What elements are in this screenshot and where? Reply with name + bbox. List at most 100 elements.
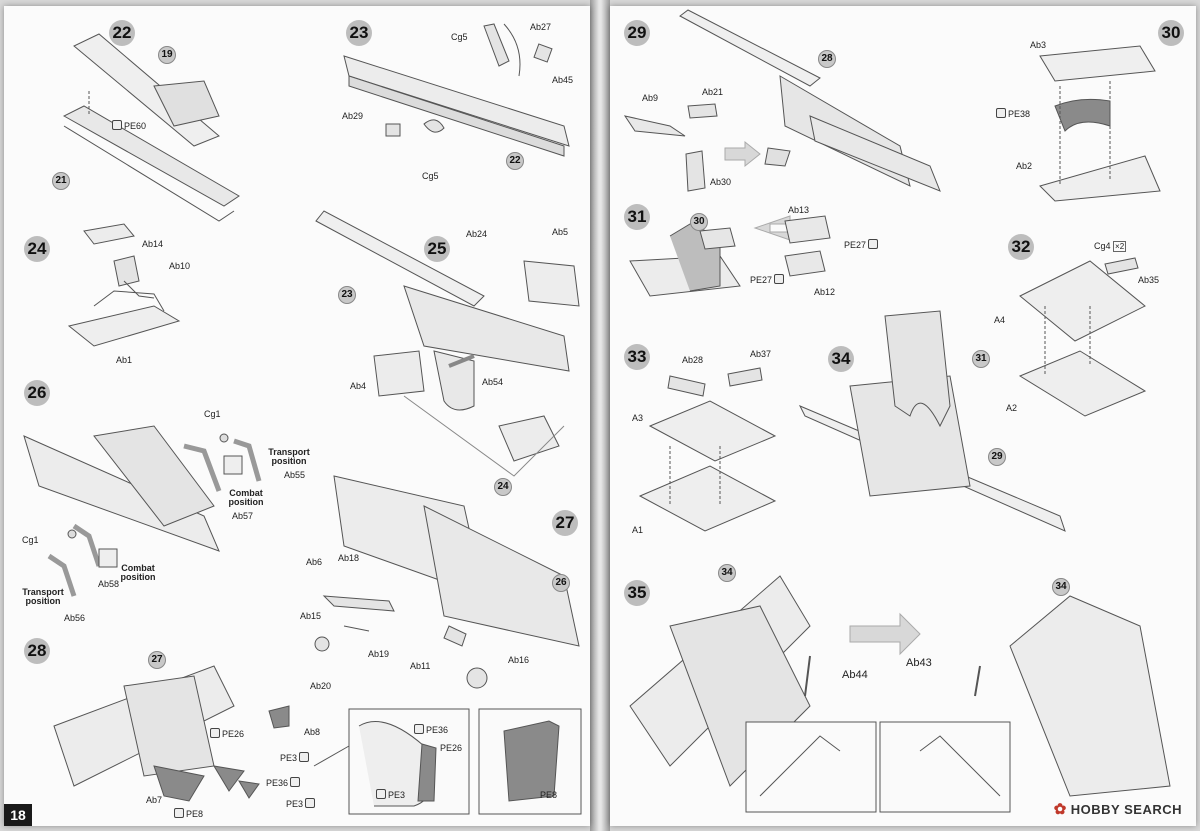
step35-drawing [629, 575, 1171, 813]
step-22-badge: 22 [109, 20, 135, 46]
ref-21: 21 [52, 172, 70, 190]
photo-etch-icon [774, 274, 785, 284]
step22-drawing [62, 33, 240, 222]
right-page-drawings [623, 9, 1171, 813]
photo-etch-icon [210, 728, 220, 738]
label-ab10: Ab10 [169, 261, 191, 271]
step-27-badge: 27 [552, 510, 578, 536]
label-pe8-b: PE8 [540, 790, 558, 800]
label-ab9: Ab9 [642, 93, 659, 103]
photo-etch-icon [174, 808, 184, 818]
label-ab11: Ab11 [410, 661, 431, 671]
label-ab12: Ab12 [814, 287, 836, 297]
step-25-badge: 25 [424, 236, 450, 262]
label-text: PE3 [280, 753, 298, 763]
label-text: PE27 [750, 275, 773, 285]
label-pe36-a: PE36 [266, 777, 302, 788]
step34-drawing [798, 310, 1066, 532]
photo-etch-icon [112, 120, 122, 130]
step27-drawing [314, 475, 580, 689]
label-ab58: Ab58 [98, 579, 120, 589]
label-ab8: Ab8 [304, 727, 321, 737]
label-pe38: PE38 [996, 108, 1030, 119]
label-a4: A4 [994, 315, 1006, 325]
ref-28: 28 [818, 50, 836, 68]
step-33-badge: 33 [624, 344, 650, 370]
label-a2: A2 [1006, 403, 1018, 413]
label-text: PE8 [186, 809, 204, 819]
label-ab45: Ab45 [552, 75, 574, 85]
step30-drawing [1039, 45, 1161, 202]
quantity-text: ×2 [1113, 241, 1127, 252]
label-ab16: Ab16 [508, 655, 530, 665]
label-cg1-b: Cg1 [22, 535, 39, 545]
label-ab43: Ab43 [906, 657, 932, 669]
step-30-badge: 30 [1158, 20, 1184, 46]
label-ab56: Ab56 [64, 613, 86, 623]
label-ab37: Ab37 [750, 349, 772, 359]
label-pe26-a: PE26 [210, 728, 244, 739]
step24-drawing [67, 223, 181, 347]
step25-drawing [315, 210, 580, 477]
label-cg1-a: Cg1 [204, 409, 221, 419]
step-26-badge: 26 [24, 380, 50, 406]
label-a3: A3 [632, 413, 644, 423]
step23-drawing [343, 23, 570, 157]
watermark-text: HOBBY SEARCH [1070, 802, 1182, 817]
gear-logo-icon: ✿ [1053, 801, 1067, 818]
page-number: 18 [4, 804, 32, 826]
label-pe3-a: PE3 [280, 752, 311, 763]
step-34-badge: 34 [828, 346, 854, 372]
step-31-badge: 31 [624, 204, 650, 230]
left-page: 22 23 24 25 26 27 28 19 21 22 23 24 26 2… [4, 6, 590, 826]
label-pe36-b: PE36 [414, 724, 448, 735]
label-pe26-b: PE26 [440, 743, 463, 753]
label-text: PE26 [222, 729, 245, 739]
label-text: PE36 [426, 725, 449, 735]
ref-29: 29 [988, 448, 1006, 466]
label-ab35: Ab35 [1138, 275, 1160, 285]
label-ab3: Ab3 [1030, 40, 1047, 50]
ref-34-a: 34 [718, 564, 736, 582]
right-page: 29 30 31 32 33 34 35 28 30 31 29 34 34 A… [610, 6, 1196, 826]
step-28-badge: 28 [24, 638, 50, 664]
label-cg5-b: Cg5 [422, 171, 439, 181]
step-35-badge: 35 [624, 580, 650, 606]
watermark: ✿HOBBY SEARCH [1054, 800, 1182, 818]
step32-drawing [1018, 257, 1147, 417]
label-pe3-b: PE3 [286, 798, 317, 809]
ref-19: 19 [158, 46, 176, 64]
label-text: PE60 [124, 121, 147, 131]
step-24-badge: 24 [24, 236, 50, 262]
step-29-badge: 29 [624, 20, 650, 46]
label-text: PE3 [388, 790, 406, 800]
label-pe3-c: PE3 [376, 789, 405, 800]
step29-drawing [623, 9, 941, 192]
book-spine [590, 0, 610, 831]
left-page-drawings [23, 23, 582, 815]
ref-22: 22 [506, 152, 524, 170]
label-text: PE27 [844, 240, 867, 250]
label-ab30: Ab30 [710, 177, 732, 187]
label-ab19: Ab19 [368, 649, 390, 659]
label-ab13: Ab13 [788, 205, 810, 215]
step26-drawing [23, 425, 262, 597]
label-ab27: Ab27 [530, 22, 552, 32]
label-ab57: Ab57 [232, 511, 254, 521]
label-ab5: Ab5 [552, 227, 569, 237]
step33-drawing [638, 367, 777, 532]
photo-etch-icon [305, 798, 316, 808]
label-cg4: Cg4 ×2 [1094, 241, 1127, 252]
label-text: PE38 [1008, 109, 1031, 119]
ref-30: 30 [690, 213, 708, 231]
label-ab7: Ab7 [146, 795, 163, 805]
label-ab28: Ab28 [682, 355, 704, 365]
photo-etch-icon [414, 724, 424, 734]
photo-etch-icon [996, 108, 1006, 118]
label-ab2: Ab2 [1016, 161, 1033, 171]
label-ab29: Ab29 [342, 111, 364, 121]
label-ab4: Ab4 [350, 381, 367, 391]
